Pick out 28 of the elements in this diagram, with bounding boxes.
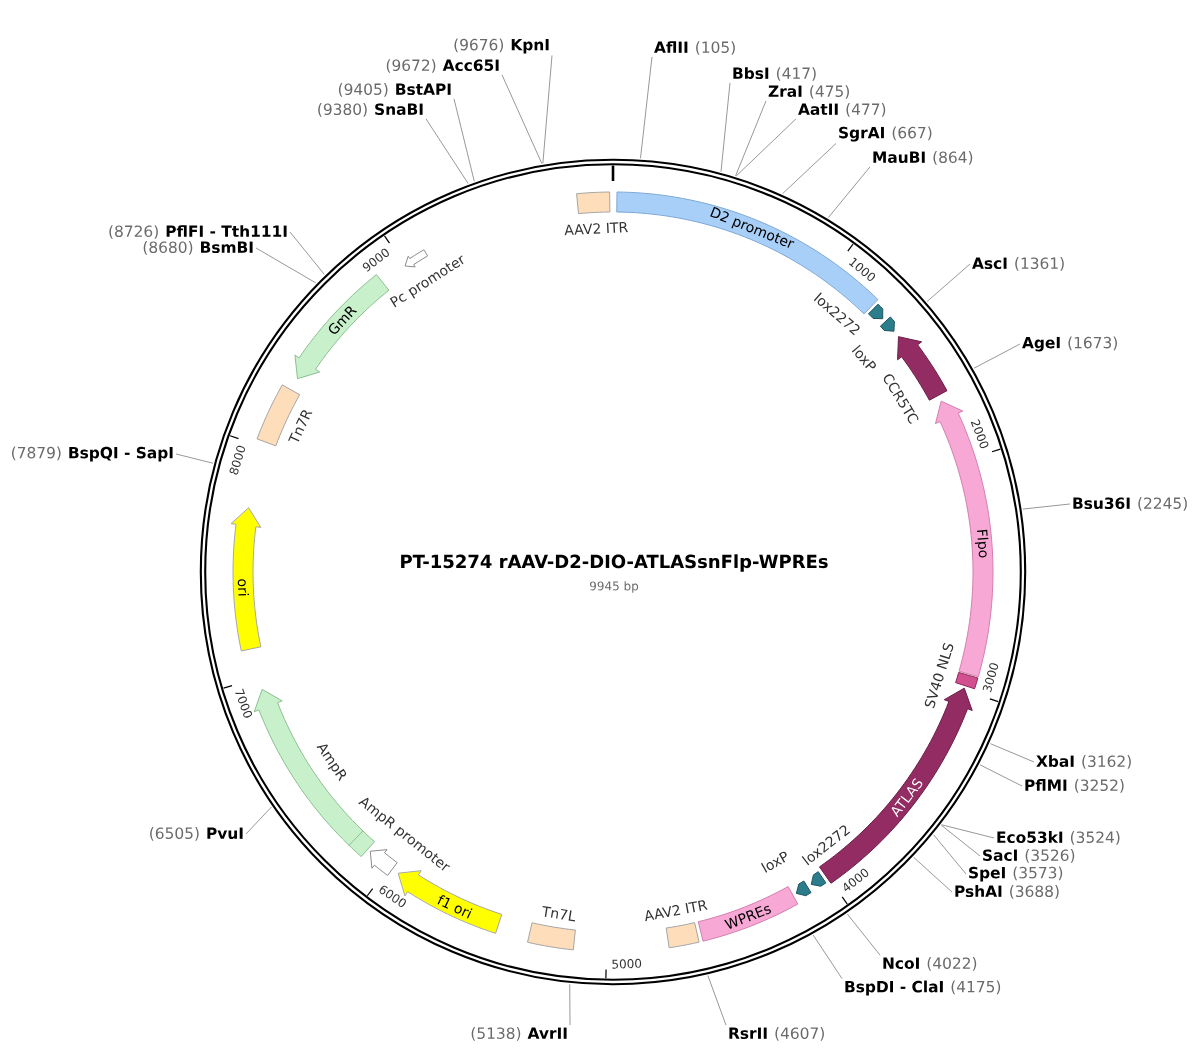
leader-line bbox=[1022, 503, 1071, 510]
leader-line bbox=[289, 231, 325, 275]
leader-line bbox=[827, 166, 871, 219]
leader-line bbox=[941, 824, 995, 839]
leader-line bbox=[846, 913, 881, 956]
leader-line bbox=[245, 806, 272, 835]
leader-line bbox=[735, 100, 767, 177]
leader-line bbox=[913, 856, 953, 893]
leader-line bbox=[501, 74, 543, 164]
leader-line bbox=[707, 975, 727, 1026]
leader-line bbox=[640, 56, 653, 159]
leader-line bbox=[926, 263, 971, 302]
leader-line bbox=[979, 764, 1023, 787]
leader-line bbox=[933, 834, 967, 875]
leader-line bbox=[175, 453, 214, 464]
leader-line bbox=[255, 247, 317, 284]
leader-line bbox=[973, 343, 1021, 369]
leader-line bbox=[720, 82, 731, 173]
leader-line bbox=[940, 824, 981, 857]
leader-line bbox=[542, 55, 553, 164]
leader-line bbox=[812, 934, 843, 979]
leader-line bbox=[735, 118, 797, 177]
leader-line bbox=[453, 98, 475, 182]
plasmid-name: PT-15274 rAAV-D2-DIO-ATLASsnFlp-WPREs bbox=[401, 554, 828, 572]
leader-line bbox=[782, 143, 837, 195]
leader-line bbox=[989, 743, 1035, 763]
leader-line bbox=[425, 118, 469, 184]
leader-line bbox=[569, 983, 571, 1026]
